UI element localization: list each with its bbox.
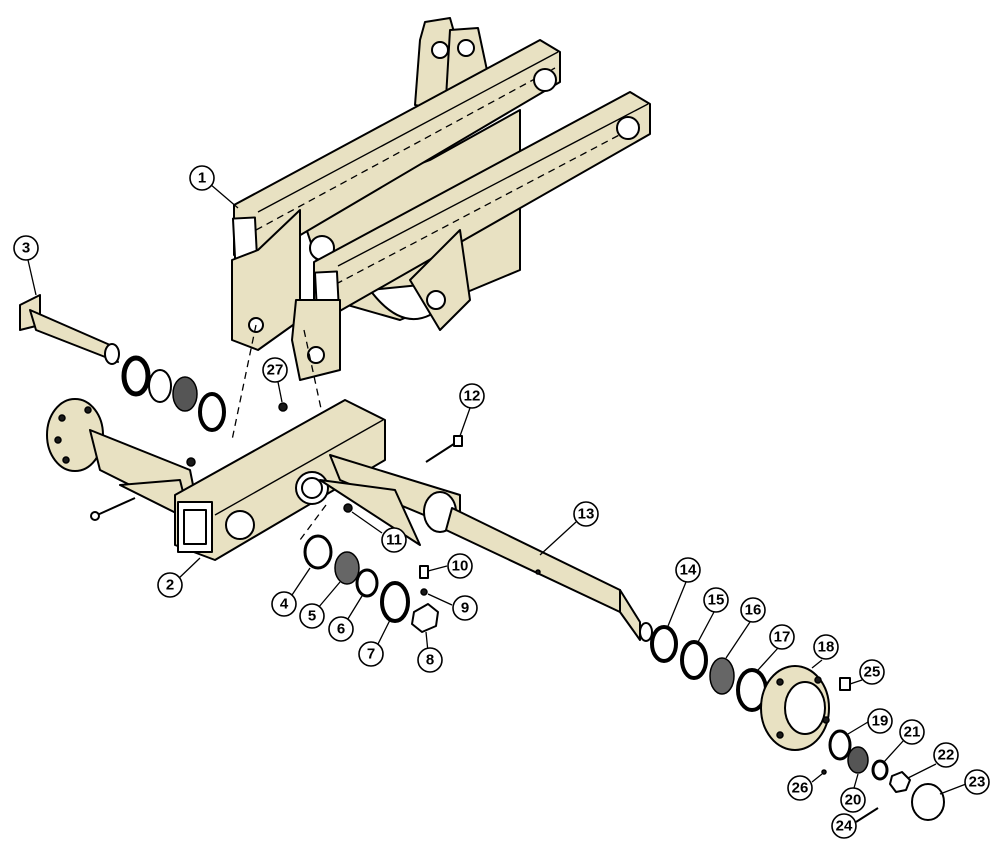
callout-26: 26 [787,775,813,801]
svg-text:25: 25 [864,664,881,681]
svg-text:6: 6 [337,621,345,638]
svg-text:7: 7 [367,646,375,663]
svg-text:12: 12 [464,388,481,405]
callout-1: 1 [189,165,215,191]
callout-8: 8 [417,647,443,673]
spindle-part-13 [445,507,653,642]
callout-6: 6 [328,616,354,642]
callout-25: 25 [859,659,885,685]
axle-housing-part-2 [46,398,461,561]
callout-5: 5 [299,603,325,629]
callout-labels: 1 2 3 4 5 6 [13,165,990,839]
svg-text:22: 22 [938,747,955,764]
svg-text:9: 9 [461,600,469,617]
callout-14: 14 [675,557,701,583]
nut-part-27 [278,402,288,412]
svg-text:18: 18 [818,639,835,656]
svg-text:19: 19 [872,713,889,730]
callout-16: 16 [740,597,766,623]
callout-22: 22 [933,742,959,768]
svg-text:3: 3 [22,240,30,257]
svg-text:1: 1 [198,170,206,187]
callout-15: 15 [703,587,729,613]
svg-text:5: 5 [308,608,316,625]
svg-text:26: 26 [792,780,809,797]
svg-text:10: 10 [452,558,469,575]
svg-text:27: 27 [267,362,284,379]
svg-text:21: 21 [904,724,921,741]
pivot-pin-part-3 [19,294,120,365]
callout-17: 17 [769,624,795,650]
callout-9: 9 [452,595,478,621]
callout-4: 4 [271,591,297,617]
callout-23: 23 [964,769,990,795]
callout-27: 27 [262,357,288,383]
hub-bearing-set-parts-14-26 [650,625,945,823]
callout-10: 10 [447,553,473,579]
callout-3: 3 [13,235,39,261]
svg-text:16: 16 [745,602,762,619]
svg-text:11: 11 [386,532,402,549]
svg-text:13: 13 [578,506,595,523]
svg-text:24: 24 [836,818,853,835]
callout-7: 7 [358,641,384,667]
svg-text:8: 8 [426,652,434,669]
bearing-hardware-parts-4-11 [303,503,439,633]
callout-11: 11 [381,527,407,553]
svg-text:20: 20 [845,792,862,809]
svg-text:23: 23 [969,774,986,791]
callout-20: 20 [840,787,866,813]
callout-2: 2 [157,572,183,598]
callout-24: 24 [831,813,857,839]
pin-bearing-set [121,355,226,432]
svg-text:17: 17 [774,629,791,646]
svg-text:4: 4 [280,596,289,613]
callout-19: 19 [867,708,893,734]
callout-13: 13 [573,501,599,527]
svg-text:2: 2 [166,577,174,594]
frame-assembly-part-1 [231,17,651,381]
svg-text:15: 15 [708,592,725,609]
callout-21: 21 [899,719,925,745]
svg-text:14: 14 [680,562,697,579]
callout-12: 12 [459,383,485,409]
callout-18: 18 [813,634,839,660]
